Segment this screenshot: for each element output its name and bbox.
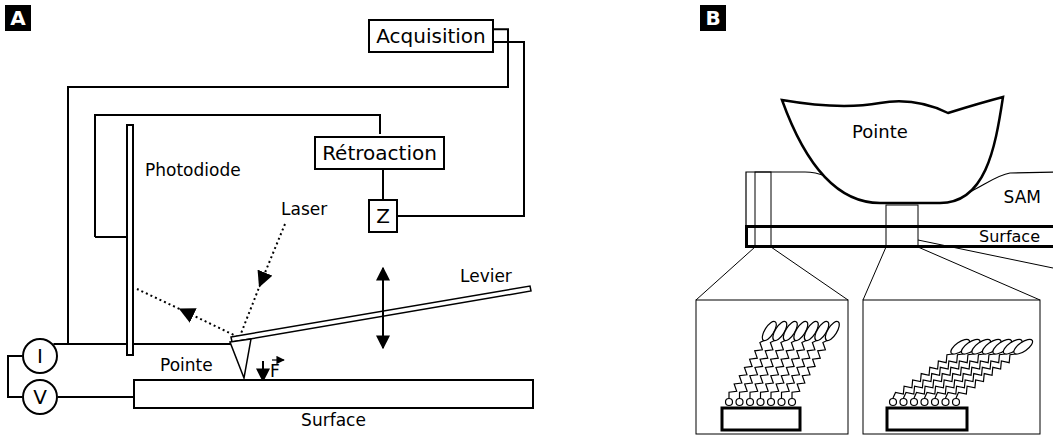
zoom-line xyxy=(696,247,755,300)
part-label: Photodiode xyxy=(145,160,241,180)
label-text: Pointe xyxy=(160,355,213,375)
node-text: Surface xyxy=(135,410,532,430)
feedback-wire xyxy=(95,236,127,238)
label-text: Photodiode xyxy=(145,160,241,180)
vector-arrow xyxy=(272,359,284,360)
signal-wire xyxy=(58,396,133,398)
current-wire xyxy=(68,343,231,345)
tip-outline xyxy=(778,93,1008,207)
node-text: A xyxy=(5,5,31,31)
feedback-box: Rétroaction xyxy=(314,136,445,170)
label-text: Laser xyxy=(281,199,327,219)
inset-box xyxy=(696,300,848,434)
node-text: I xyxy=(37,344,43,368)
part-label: Pointe xyxy=(160,355,213,375)
panel-letter: A xyxy=(5,5,31,31)
node-text: V xyxy=(33,385,47,409)
part-label: Levier xyxy=(460,266,512,286)
photodiode-bar xyxy=(127,125,133,355)
force-arrow xyxy=(262,361,264,381)
inset-box xyxy=(863,300,1040,434)
node-text: Rétroaction xyxy=(322,141,437,165)
part-label: Laser xyxy=(281,199,327,219)
node-text: Pointe xyxy=(778,121,982,142)
tip-shape: Pointe xyxy=(778,93,1008,207)
laser-beam xyxy=(240,224,285,336)
z-motion-arrow xyxy=(382,268,384,348)
voltage-source-circle: V xyxy=(22,379,58,415)
acquisition-box: Acquisition xyxy=(368,19,494,53)
substrate-block xyxy=(722,408,800,430)
substrate-block xyxy=(887,408,967,430)
signal-wire xyxy=(398,42,524,216)
node-text: Z xyxy=(376,204,390,228)
cantilever xyxy=(231,286,531,342)
zoom-line xyxy=(771,247,848,300)
molecule-chains xyxy=(726,319,1035,405)
part-label: F xyxy=(270,361,280,381)
zoom-line xyxy=(863,247,886,300)
signal-wire xyxy=(8,356,22,397)
zoom-line xyxy=(918,247,1040,300)
afm-tip xyxy=(230,339,251,378)
node-text: B xyxy=(700,5,726,31)
feedback-wire xyxy=(95,115,380,237)
reflected-beam xyxy=(137,289,238,337)
label-text: F xyxy=(270,361,280,381)
panel-letter: B xyxy=(700,5,726,31)
ammeter-circle: I xyxy=(22,338,58,374)
signal-wire xyxy=(53,29,508,344)
signal-wire xyxy=(382,170,384,199)
sample-surface: Surface xyxy=(133,379,534,409)
z-actuator-box: Z xyxy=(368,199,398,233)
label-text: Levier xyxy=(460,266,512,286)
surface-layer: Surface xyxy=(745,225,1053,248)
node-text: Surface xyxy=(748,228,1040,245)
inset-marker xyxy=(755,172,771,247)
node-text: Acquisition xyxy=(376,24,486,48)
